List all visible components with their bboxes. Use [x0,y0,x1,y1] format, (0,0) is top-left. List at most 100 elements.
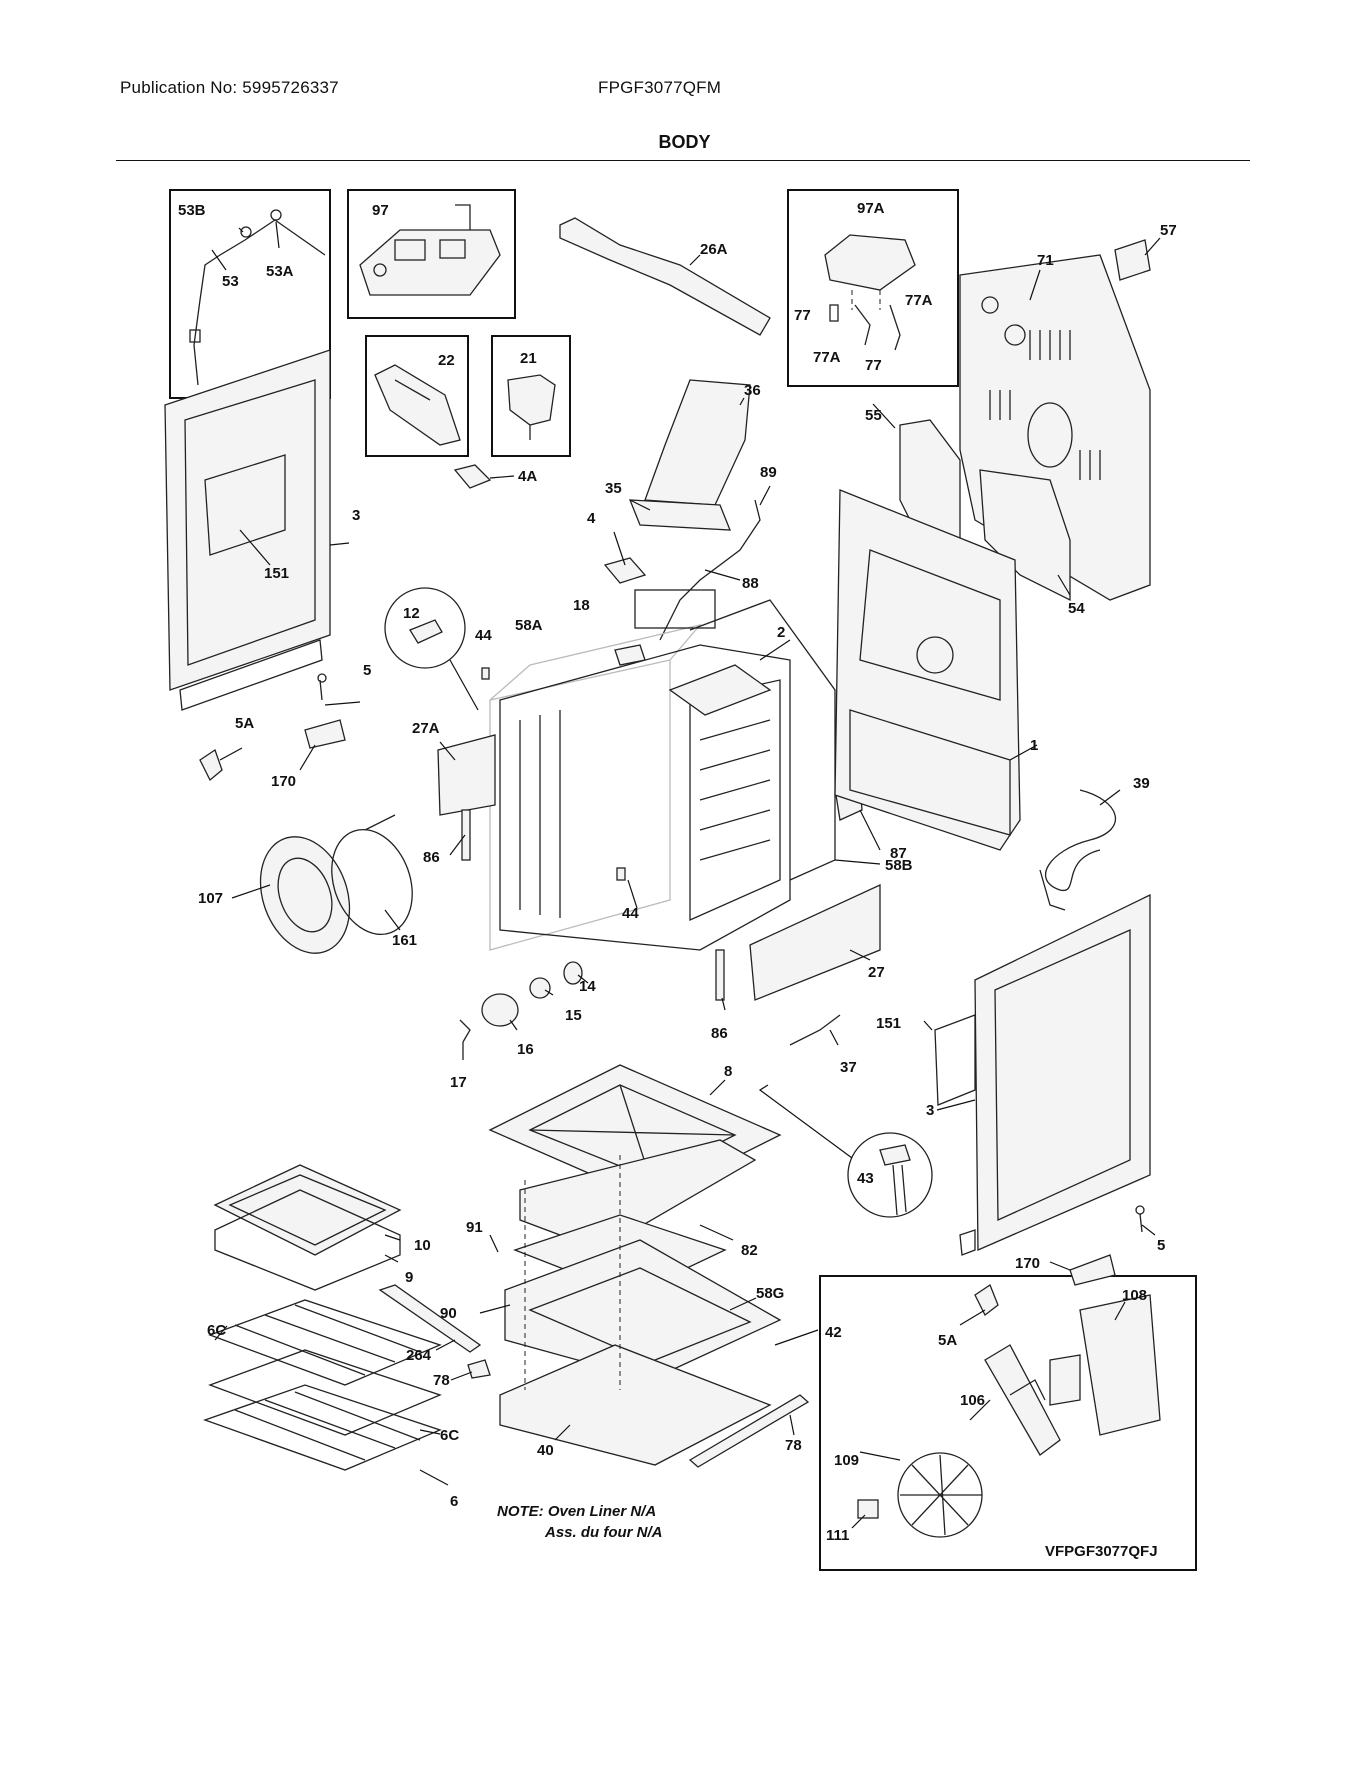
part-label: 86 [423,849,440,866]
part-label: 109 [834,1452,859,1469]
oven-racks-drawing [203,1299,442,1471]
inset-box-fan-motor [819,1275,1197,1571]
bumper-44-bottom [616,867,626,881]
part-label: 43 [857,1170,874,1187]
side-strips-drawing [437,734,881,1001]
oven-door-right-drawing [934,893,1151,1256]
model-number: FPGF3077QFM [598,78,722,97]
bracket-22-drawing [374,364,461,446]
hinge-right-drawing [974,1205,1145,1316]
section-title: BODY [658,132,711,152]
bumper-44-top [481,667,490,680]
duct-55-54-drawing [899,419,1071,602]
burner-assembly-drawing [499,1139,782,1466]
part-label: 108 [1122,1287,1147,1304]
oven-door-left-drawing [164,349,331,711]
part-label: 36 [744,382,761,399]
part-label: 14 [579,978,596,995]
part-label: 10 [414,1237,431,1254]
part-label: 89 [760,464,777,481]
clip-4A-drawing [453,464,492,489]
part-label: 91 [466,1219,483,1236]
broiler-pan-drawing [213,1164,402,1291]
part-label: 170 [271,773,296,790]
control-board-97-drawing [359,204,501,296]
part-label: 26A [700,241,728,258]
part-label: 77A [905,292,933,309]
part-label: 44 [475,627,492,644]
inset-box-22 [365,335,469,457]
part-label: 2 [777,624,785,641]
note-line-1: NOTE: Oven Liner N/A [497,1503,656,1520]
part-label: 6 [450,1493,458,1510]
part-label: 97 [372,202,389,219]
part-label: 151 [876,1015,901,1032]
part-label: 53 [222,273,239,290]
part-label: 27 [868,964,885,981]
part-label: 97A [857,200,885,217]
oven-cavity-drawing [489,589,836,951]
wire-37-drawing [789,1014,841,1046]
part-label: 53A [266,263,294,280]
wire-88-89-drawing [659,499,761,641]
inset-box-21 [491,335,571,457]
part-label: 264 [406,1347,432,1364]
part-label: 151 [264,565,289,582]
part-label: 40 [537,1442,554,1459]
part-label: 71 [1037,252,1054,269]
part-label: 42 [825,1324,842,1341]
hinge-left-drawing [199,673,346,782]
knob-21-drawing [507,374,556,440]
control-board-97A-drawing [824,234,916,351]
part-label: 44 [622,905,639,922]
part-label: 77 [865,357,882,374]
fan-cover-107-drawing [259,814,413,954]
inset-box-97A [787,189,959,387]
part-label: 12 [403,605,420,622]
part-label: 57 [1160,222,1177,239]
callout-43-drawing [758,1084,933,1218]
part-label: 111 [826,1527,849,1544]
part-labels: 53B 53 53A 97 22 21 26A 97A 77 77A 77A 7… [178,200,1177,1544]
vent-duct-36-drawing [603,379,751,584]
top-plate-2-drawing [668,664,772,716]
callout-12-drawing [384,587,479,711]
part-label: 4 [587,510,596,527]
part-label: 78 [785,1437,802,1454]
part-label: 22 [438,352,455,369]
part-label: 9 [405,1269,413,1286]
part-label: 5A [235,715,254,732]
part-label: 27A [412,720,440,737]
sensor-probe-drawing [189,209,326,386]
part-label: 3 [352,507,360,524]
vent-57-drawing [1114,239,1151,281]
part-label: 21 [520,350,537,367]
part-label: 3 [926,1102,934,1119]
part-label: 37 [840,1059,857,1076]
part-label: 87 [890,845,907,862]
publication-number: Publication No: 5995726337 [120,78,339,97]
inset-box-97 [347,189,516,319]
rails-drawing [378,1284,810,1468]
part-label: 82 [741,1242,758,1259]
part-label: 6C [440,1427,459,1444]
part-label: 86 [711,1025,728,1042]
part-label: 170 [1015,1255,1040,1272]
part-label: 5 [1157,1237,1165,1254]
part-label: 54 [1068,600,1085,617]
part-label: 17 [450,1074,467,1091]
part-label: 78 [433,1372,450,1389]
part-label: 77A [813,349,841,366]
part-label: 58G [756,1285,784,1302]
part-label: 77 [794,307,811,324]
clip-18-drawing [614,644,646,666]
header-divider [116,160,1250,161]
part-label: 161 [392,932,417,949]
part-label: 55 [865,407,882,424]
part-label: 39 [1133,775,1150,792]
part-label: 90 [440,1305,457,1322]
part-label: 106 [960,1392,985,1409]
note-line-2: Ass. du four N/A [544,1524,663,1541]
figure-id: VFPGF3077QFJ [1045,1543,1158,1560]
